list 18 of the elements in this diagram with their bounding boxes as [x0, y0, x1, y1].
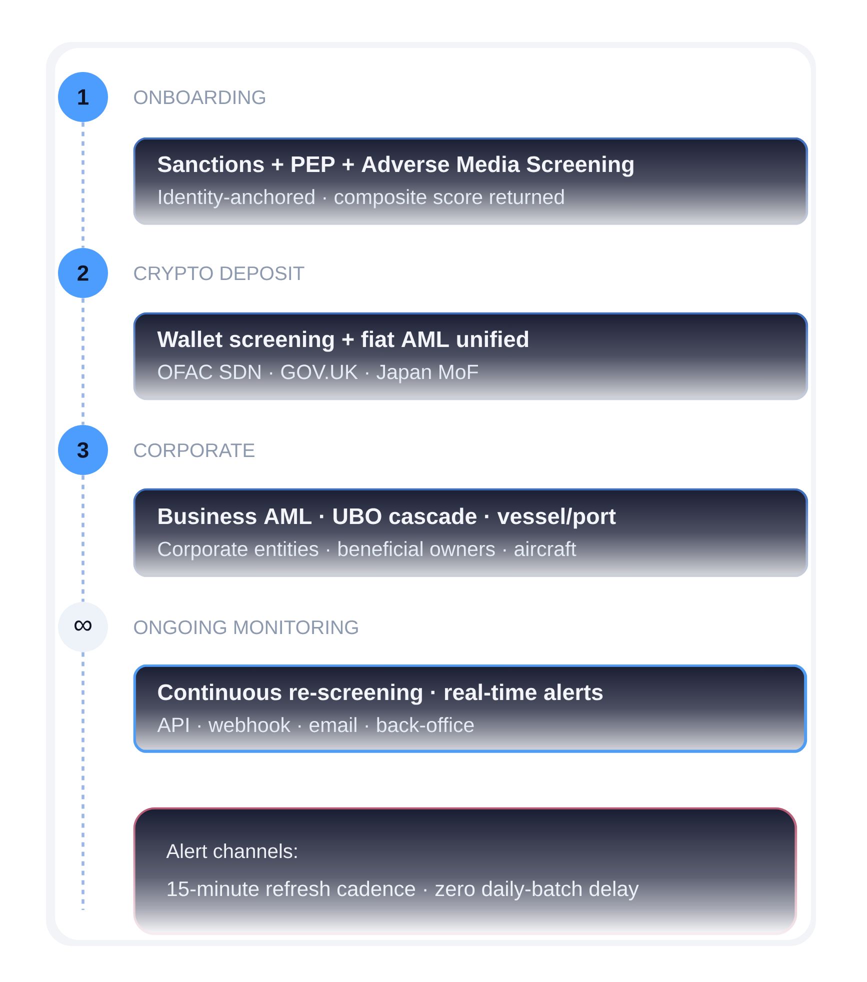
timeline-connector: [82, 122, 84, 248]
alert-detail: 15-minute refresh cadence · zero daily-batch delay: [168, 880, 639, 900]
timeline-connector: [82, 475, 84, 602]
timeline-connector: [82, 298, 84, 425]
card-title: Sanctions + PEP + Adverse Media Screening: [158, 156, 634, 177]
card-subtitle: API · webhook · email · back-office: [157, 717, 474, 732]
step-heading: ONBOARDING: [134, 90, 265, 104]
card-subtitle: OFAC SDN · GOV.UK · Japan MoF: [158, 364, 478, 384]
card-title: Business AML · UBO cascade · vessel/port: [158, 508, 616, 529]
step-heading: CRYPTO DEPOSIT: [134, 266, 304, 280]
step-heading: ONGOING MONITORING: [134, 620, 358, 634]
card-subtitle: Corporate entities · beneficial owners · aircraft: [158, 541, 576, 560]
card-title: Continuous re-screening · real-time alerts: [158, 684, 603, 705]
card-title: Wallet screening + fiat AML unified: [157, 330, 528, 352]
card-subtitle: Identity-anchored · composite score returned: [159, 189, 564, 208]
timeline-connector: [82, 652, 84, 910]
step-heading: CORPORATE: [134, 443, 254, 458]
alert-heading: Alert channels:: [166, 844, 297, 858]
